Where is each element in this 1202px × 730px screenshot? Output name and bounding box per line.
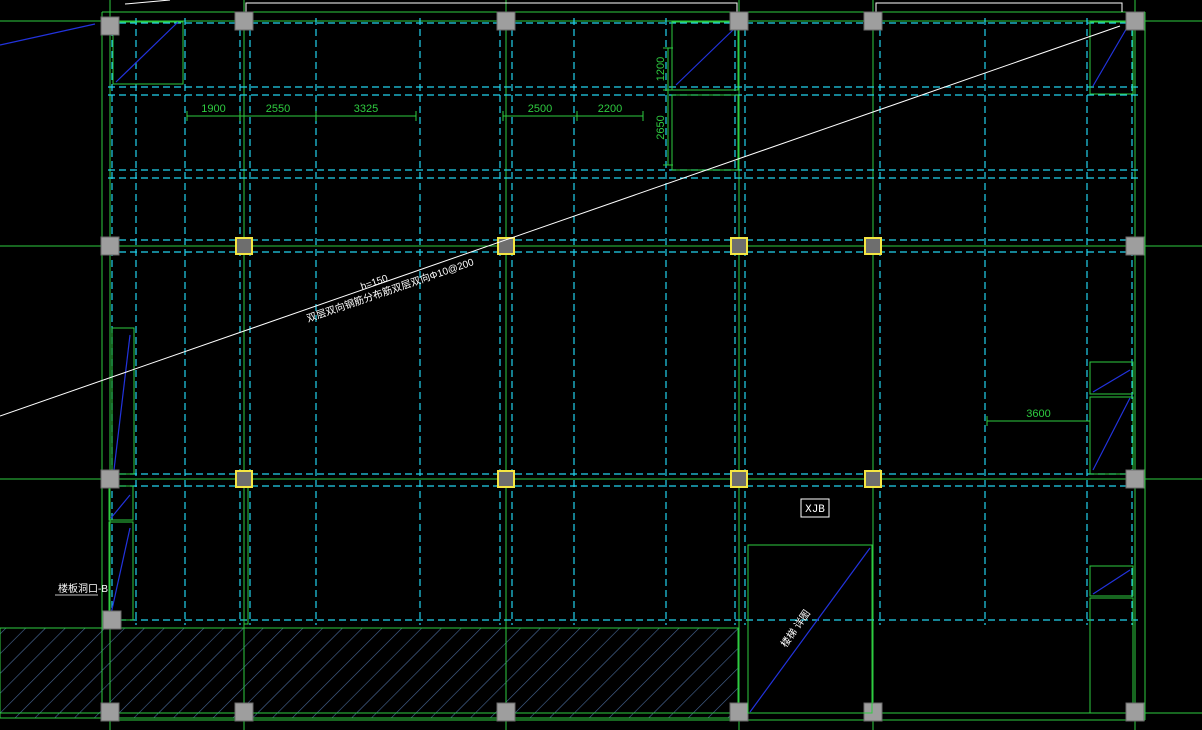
slab-outline-box — [1089, 597, 1134, 714]
column-square — [100, 16, 120, 36]
column-square — [102, 610, 122, 630]
dimension-vertical-label: 1200 — [655, 57, 667, 81]
hatched-area — [0, 627, 739, 719]
slab-outline-box — [671, 94, 739, 171]
sloped-line — [115, 21, 179, 83]
slab-outlines — [108, 21, 1134, 714]
column-square — [863, 702, 883, 722]
slab-outline-box — [1089, 565, 1134, 597]
column-square — [1125, 11, 1145, 31]
slab-outline-box — [1089, 361, 1134, 395]
sloped-line — [110, 494, 131, 519]
column-square — [100, 236, 120, 256]
top-bracket — [245, 2, 738, 12]
slab-outline-box — [1089, 396, 1134, 475]
column-square — [1125, 236, 1145, 256]
stair-box — [747, 544, 873, 714]
column-square — [729, 11, 749, 31]
column-square — [496, 702, 516, 722]
sloped-line — [1092, 369, 1131, 393]
top-leader-stub — [124, 0, 171, 5]
sloped-line — [0, 23, 96, 46]
column-highlighted — [864, 470, 882, 488]
dimension-lines: 1900 2550 3325 2500 2200 3600 1200 2650 — [186, 47, 1091, 426]
slab-outline-box — [108, 485, 134, 521]
slab-outline-box — [243, 483, 249, 625]
column-square — [1125, 702, 1145, 722]
stair-diagonal — [749, 547, 871, 713]
column-square — [100, 469, 120, 489]
column-square — [863, 11, 883, 31]
sloped-line — [1092, 397, 1131, 471]
column-square — [496, 11, 516, 31]
dimension-vertical-label: 2650 — [655, 115, 667, 139]
slab-outline-box — [1089, 21, 1134, 95]
column-highlighted — [235, 470, 253, 488]
slab-outline-box — [112, 21, 184, 85]
left-label: 楼板洞口-B — [58, 582, 108, 595]
slab-note-reinforcement: 双层双向钢筋分布筋双层双向Φ10@200 — [305, 255, 476, 325]
dimension-top-label: 2500 — [528, 103, 552, 115]
column-highlighted — [497, 470, 515, 488]
slab-outline-box — [111, 327, 135, 475]
column-square — [234, 11, 254, 31]
sloped-line — [1092, 569, 1131, 595]
sloped-line — [113, 334, 131, 471]
dimension-top-label: 3325 — [354, 103, 378, 115]
column-highlighted — [730, 237, 748, 255]
sloped-line — [1092, 25, 1129, 87]
beam-grid — [108, 18, 1140, 625]
column-highlighted — [497, 237, 515, 255]
slab-tag-box — [800, 498, 830, 518]
sloped-lines — [0, 21, 1131, 615]
column-square — [1125, 469, 1145, 489]
sloped-line — [110, 527, 131, 615]
column-grid — [100, 11, 1145, 722]
column-square — [100, 702, 120, 722]
slab-tag-label: XJB — [805, 504, 825, 516]
column-square — [729, 702, 749, 722]
stair-note: 楼梯 详图 — [778, 607, 813, 650]
dimension-top-label: 2550 — [266, 103, 290, 115]
top-bracket — [875, 2, 1123, 12]
column-highlighted — [235, 237, 253, 255]
dimension-top-label: 1900 — [201, 103, 225, 115]
column-square — [234, 702, 254, 722]
dimension-right-label: 3600 — [1026, 408, 1050, 420]
dimension-top-label: 2200 — [598, 103, 622, 115]
column-highlighted — [864, 237, 882, 255]
sloped-line — [675, 27, 736, 86]
diagonal-leader-line — [0, 25, 1121, 417]
column-highlighted — [730, 470, 748, 488]
slab-outline-box — [671, 21, 739, 91]
